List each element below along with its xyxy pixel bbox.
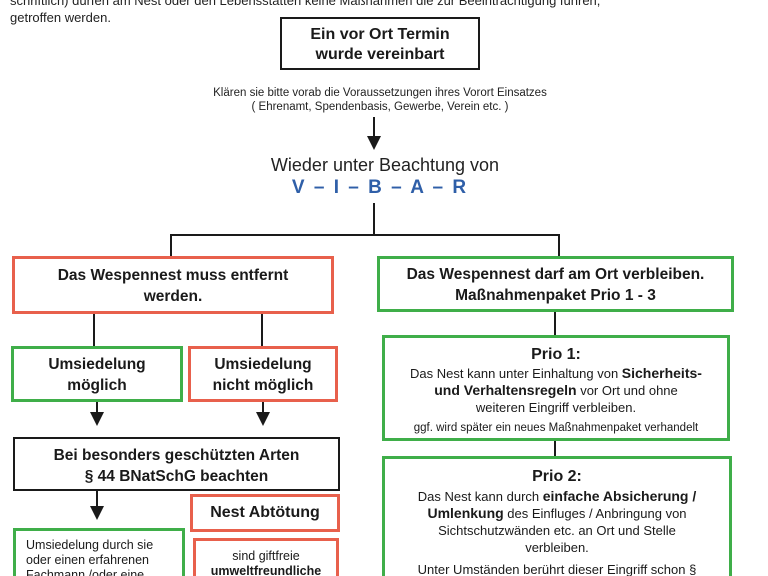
relocation-text-line-1: Umsiedelung durch sie: [26, 538, 154, 552]
prio-1-note: ggf. wird später ein neues Maßnahmenpake…: [413, 422, 699, 434]
prio-1-line-2: und Verhaltensregeln vor Ort und ohne: [385, 382, 727, 399]
may-remain-line-1: Das Wespennest darf am Ort verbleiben.: [406, 266, 705, 283]
nest-kill-box: Nest Abtötung: [190, 494, 340, 532]
connector-line: [93, 314, 95, 346]
nest-kill-label: Nest Abtötung: [210, 504, 320, 521]
protected-species-box: Bei besonders geschützten Arten § 44 BNa…: [13, 437, 340, 491]
connector-line: [373, 203, 375, 235]
must-remove-line-2: werden.: [143, 288, 203, 305]
prio-2-line-4: verbleiben.: [525, 540, 589, 555]
relocation-impossible-line-1: Umsiedelung: [214, 356, 312, 373]
note-line-1: Klären sie bitte vorab die Voraussetzung…: [213, 87, 547, 99]
must-remove-line-1: Das Wespennest muss entfernt: [57, 267, 289, 284]
relocation-possible-box: Umsiedelung möglich: [11, 346, 183, 402]
heading: Wieder unter Beachtung von: [270, 155, 500, 175]
relocation-impossible-box: Umsiedelung nicht möglich: [188, 346, 338, 402]
appointment-line-1: Ein vor Ort Termin: [310, 26, 450, 43]
prio-2-line-1: Das Nest kann durch einfache Absicherung…: [385, 488, 729, 505]
prio-1-text-2: vor Ort und ohne: [576, 383, 678, 398]
prio-2-title: Prio 2:: [532, 468, 582, 485]
arrow-down-icon: [90, 506, 104, 520]
arrow-down-icon: [256, 412, 270, 426]
may-remain-box: Das Wespennest darf am Ort verbleiben. M…: [377, 256, 734, 312]
prio-2-bold-2: Umlenkung: [427, 505, 504, 521]
must-remove-box: Das Wespennest muss entfernt werden.: [12, 256, 334, 314]
connector-line: [170, 234, 172, 256]
relocation-text-line-2: oder einen erfahrenen: [26, 553, 150, 567]
prio-2-line-5: Unter Umständen berührt dieser Eingriff …: [417, 562, 697, 576]
relocation-text-box: Umsiedelung durch sie oder einen erfahre…: [13, 528, 185, 576]
prio-2-bold-1: einfache Absicherung /: [542, 488, 697, 504]
prio-1-line-1: Das Nest kann unter Einhaltung von Siche…: [385, 365, 727, 382]
connector-line: [170, 234, 560, 236]
may-remain-line-2: Maßnahmenpaket Prio 1 - 3: [455, 287, 656, 304]
prio-1-bold-2: und Verhaltensregeln: [434, 382, 577, 398]
relocation-possible-line-2: möglich: [67, 377, 127, 394]
connector-line: [558, 234, 560, 256]
appointment-box: Ein vor Ort Termin wurde vereinbart: [280, 17, 480, 70]
arrow-down-icon: [367, 136, 381, 150]
connector-line: [96, 402, 98, 414]
prio-2-box: Prio 2: Das Nest kann durch einfache Abs…: [382, 456, 732, 576]
protected-species-line-2: § 44 BNatSchG beachten: [84, 468, 269, 485]
intro-text: schriftlich) dürfen am Nest oder den Leb…: [10, 0, 760, 26]
intro-line-1: schriftlich) dürfen am Nest oder den Leb…: [10, 0, 601, 8]
poison-free-line-2: umweltfreundliche: [210, 564, 322, 576]
appointment-line-2: wurde vereinbart: [315, 46, 445, 63]
prio-1-box: Prio 1: Das Nest kann unter Einhaltung v…: [382, 335, 730, 441]
poison-free-box: sind giftfreie umweltfreundliche: [193, 538, 339, 576]
prio-1-text-1: Das Nest kann unter Einhaltung von: [410, 366, 622, 381]
prerequisite-note: Klären sie bitte vorab die Voraussetzung…: [160, 86, 600, 114]
connector-line: [554, 312, 556, 336]
prio-1-bold-1: Sicherheits-: [621, 365, 702, 381]
poison-free-line-1: sind giftfreie: [232, 549, 300, 563]
prio-2-text-1: Das Nest kann durch: [417, 489, 543, 504]
connector-line: [373, 117, 375, 137]
connector-line: [554, 441, 556, 457]
prio-2-line-3: Sichtschutzwänden etc. an Ort und Stelle: [438, 523, 676, 538]
note-line-2: ( Ehrenamt, Spendenbasis, Gewerbe, Verei…: [251, 101, 509, 113]
prio-1-line-3: weiteren Eingriff verbleiben.: [475, 400, 637, 415]
arrow-down-icon: [90, 412, 104, 426]
intro-line-2: getroffen werden.: [10, 10, 111, 25]
connector-line: [261, 314, 263, 346]
prio-2-text-2: des Einfluges / Anbringung von: [503, 506, 687, 521]
vibar-acronym: V – I – B – A – R: [291, 177, 469, 198]
prio-1-title: Prio 1:: [531, 346, 581, 363]
protected-species-line-1: Bei besonders geschützten Arten: [53, 447, 300, 464]
relocation-text-line-3: Fachmann /oder eine: [26, 568, 145, 576]
connector-line: [262, 402, 264, 414]
connector-line: [96, 491, 98, 507]
relocation-possible-line-1: Umsiedelung: [48, 356, 146, 373]
prio-2-line-2: Umlenkung des Einfluges / Anbringung von: [385, 505, 729, 522]
relocation-impossible-line-2: nicht möglich: [212, 377, 314, 394]
